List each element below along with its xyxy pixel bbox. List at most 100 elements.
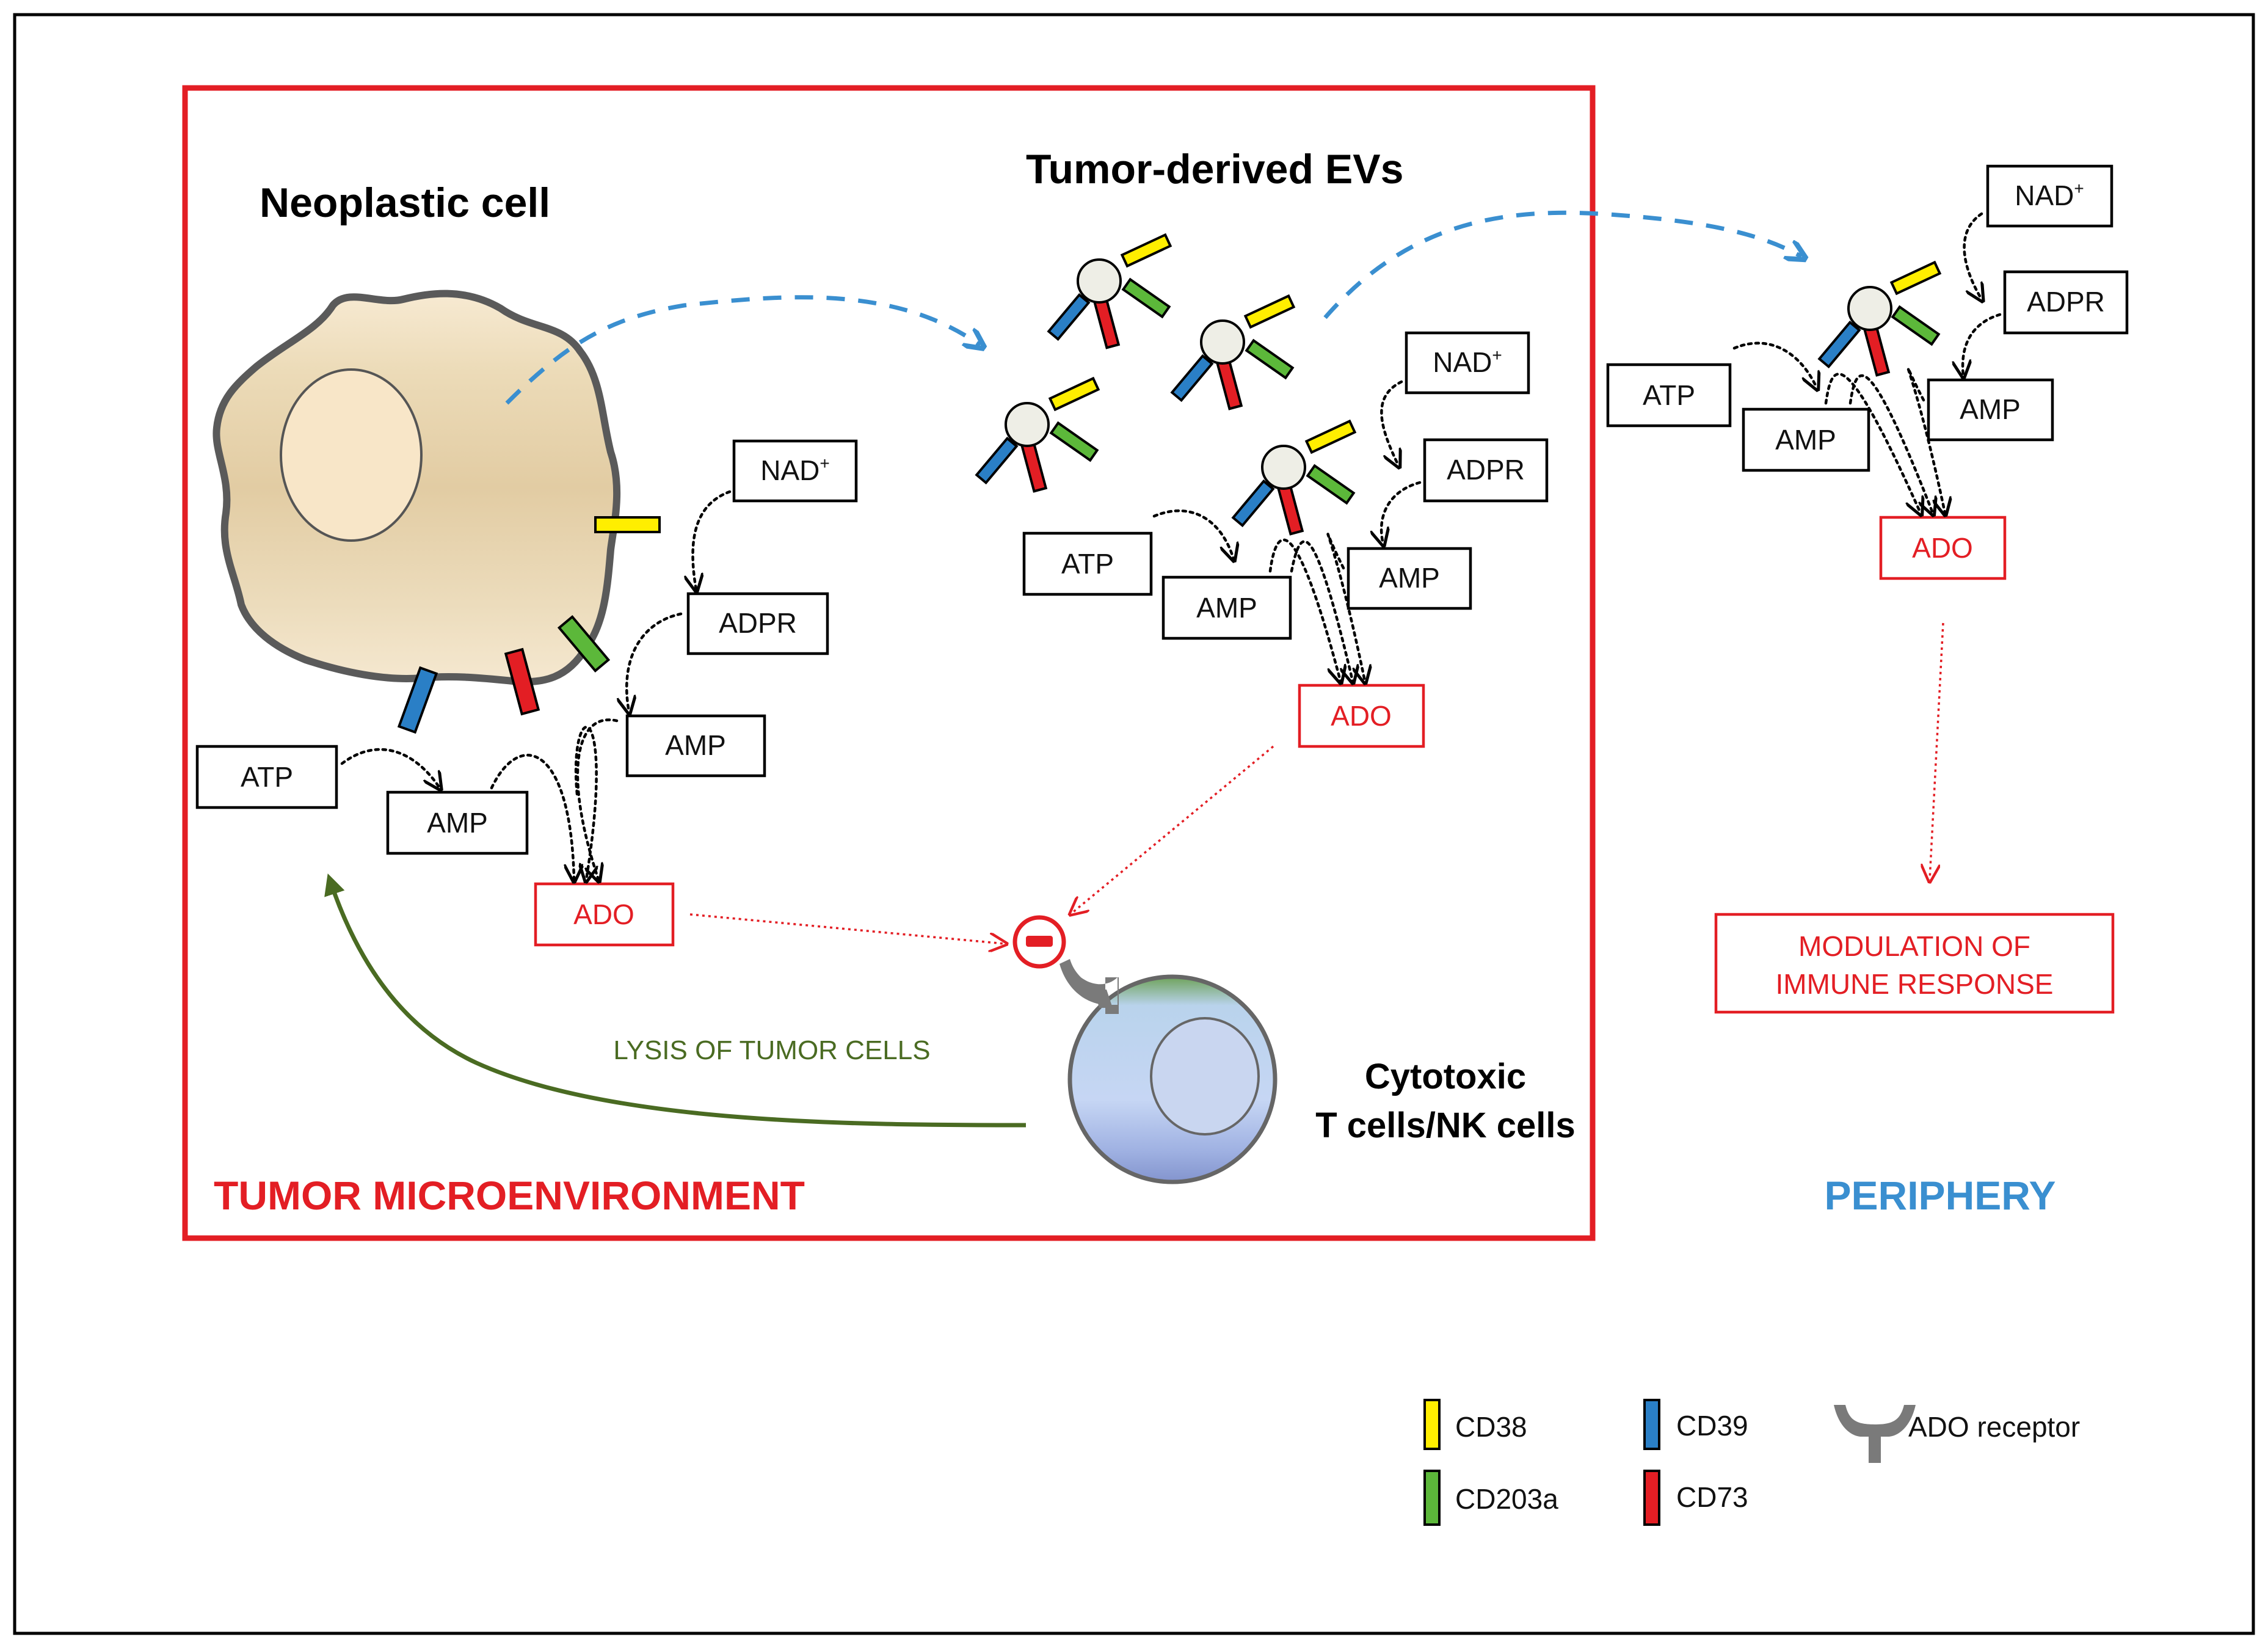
nad-label-2: NAD+ xyxy=(1433,346,1502,378)
amp-box-3b xyxy=(1742,407,1870,472)
cd38-marker xyxy=(1048,376,1100,412)
cd203a-marker xyxy=(1049,421,1099,462)
legend-ado-receptor-label: ADO receptor xyxy=(1908,1411,2080,1443)
cd38-marker xyxy=(1120,233,1172,268)
release-arrow-to-periphery xyxy=(1323,210,1801,319)
ado-label-3: ADO xyxy=(1912,532,1973,564)
amp-label-2b: AMP xyxy=(1196,592,1257,624)
cd73-marker xyxy=(1215,358,1243,410)
legend-cd73-swatch xyxy=(1643,1470,1660,1526)
lysis-arrow xyxy=(324,873,1027,1128)
ado-modulation-arrow xyxy=(1930,622,1944,880)
periphery-conversion-arrows xyxy=(1732,212,2002,513)
cytotoxic-title-line1: Cytotoxic xyxy=(1365,1057,1526,1096)
tumor-microenvironment-label: TUMOR MICROENVIRONMENT xyxy=(214,1173,805,1218)
nad-label-3: NAD+ xyxy=(2015,179,2084,211)
cd73-marker xyxy=(1863,324,1891,377)
neoplastic-cell-title: Neoplastic cell xyxy=(260,180,550,226)
legend-cd39-swatch xyxy=(1643,1399,1660,1450)
ado-inhibition-arrow-1 xyxy=(689,913,1005,944)
nad-box-3 xyxy=(1986,164,2114,228)
legend-cd39-label: CD39 xyxy=(1676,1410,1748,1442)
cd73-marker xyxy=(1020,440,1048,493)
ado-inhibition-arrow-2 xyxy=(1072,745,1274,913)
nad-label-1: NAD+ xyxy=(760,454,829,486)
cd73-marker xyxy=(1276,483,1304,536)
cd39-marker xyxy=(975,436,1019,485)
ev-membrane xyxy=(1005,402,1050,447)
periphery-label: PERIPHERY xyxy=(1825,1173,2056,1218)
ev-vesicle-3 xyxy=(975,376,1100,493)
tumor-evs-title: Tumor-derived EVs xyxy=(1026,146,1403,192)
ado-box-3 xyxy=(1879,516,2007,580)
atp-box-3 xyxy=(1606,363,1732,428)
adpr-label-3: ADPR xyxy=(2027,286,2105,318)
adpr-label-2: ADPR xyxy=(1447,454,1525,486)
cd39-marker xyxy=(1817,320,1861,369)
amp-label-2a: AMP xyxy=(1379,562,1440,594)
ev-vesicle-periphery xyxy=(1817,260,1942,377)
modulation-label-line2: IMMUNE RESPONSE xyxy=(1776,968,2054,1000)
amp-box-1b xyxy=(386,790,529,855)
amp-label-3b: AMP xyxy=(1775,424,1836,456)
cd73-marker xyxy=(504,647,540,716)
amp-box-2b xyxy=(1161,575,1292,640)
ev-membrane xyxy=(1261,445,1306,490)
lysis-label: LYSIS OF TUMOR CELLS xyxy=(613,1035,930,1065)
cd39-marker xyxy=(1047,293,1091,341)
cytotoxic-cell-nucleus xyxy=(1150,1017,1260,1136)
nad-box-2 xyxy=(1405,331,1530,395)
cd38-marker xyxy=(1889,260,1942,296)
ev-vesicle-1 xyxy=(1047,233,1172,349)
outer-frame xyxy=(13,13,2255,1635)
adpr-box-1 xyxy=(686,592,829,655)
atp-box-1 xyxy=(195,745,338,809)
ado-box-1 xyxy=(534,882,675,947)
legend-cd38-swatch xyxy=(1423,1399,1441,1450)
amp-label-3a: AMP xyxy=(1960,393,2021,425)
legend-cd203a-swatch xyxy=(1423,1470,1441,1526)
periphery-metabolites: NAD+ ADPR ATP AMP AMP ADO xyxy=(1606,164,2129,580)
ev-membrane xyxy=(1847,286,1892,331)
ev-membrane xyxy=(1200,319,1245,365)
neoplastic-conversion-arrows xyxy=(340,490,732,880)
inhibition-bar xyxy=(1026,936,1053,947)
legend: CD38 CD39 ADO receptor CD203a CD73 xyxy=(1423,1399,2080,1526)
cd73-marker xyxy=(1092,297,1121,349)
ev-metabolites: NAD+ ADPR ATP AMP AMP ADO xyxy=(1022,331,1549,748)
cytotoxic-title-line2: T cells/NK cells xyxy=(1315,1106,1576,1145)
neoplastic-cell-nucleus xyxy=(280,368,423,542)
legend-cd203a-label: CD203a xyxy=(1455,1483,1558,1515)
cd39-marker xyxy=(1231,479,1275,528)
microenvironment-box xyxy=(182,85,1596,1241)
legend-cd38-label: CD38 xyxy=(1455,1411,1527,1443)
cd203a-marker xyxy=(557,614,611,673)
legend-cd73-label: CD73 xyxy=(1676,1481,1748,1513)
modulation-box xyxy=(1714,913,2115,1014)
cd203a-marker xyxy=(1121,277,1171,319)
amp-label-1b: AMP xyxy=(427,807,488,839)
cd203a-marker xyxy=(1306,464,1356,505)
legend-ado-receptor-icon xyxy=(1834,1405,1916,1463)
ev-conversion-arrows xyxy=(1152,380,1422,681)
atp-box-2 xyxy=(1022,531,1153,596)
ado-label-2: ADO xyxy=(1331,700,1392,732)
amp-box-1a xyxy=(625,714,766,778)
ev-vesicle-2 xyxy=(1170,294,1296,410)
atp-label-1: ATP xyxy=(241,761,293,793)
modulation-label-line1: MODULATION OF xyxy=(1798,930,2030,962)
nad-box-1 xyxy=(732,439,858,503)
release-arrow-to-evs xyxy=(505,295,980,405)
amp-box-2a xyxy=(1347,547,1472,610)
atp-label-2: ATP xyxy=(1061,548,1114,580)
cd39-marker xyxy=(1170,354,1214,403)
adpr-box-2 xyxy=(1423,438,1549,503)
cd39-marker xyxy=(397,666,438,734)
amp-label-1a: AMP xyxy=(665,729,726,761)
adpr-label-1: ADPR xyxy=(719,607,797,639)
neoplastic-metabolites: NAD+ ADPR AMP ATP AMP ADO xyxy=(195,439,858,947)
neoplastic-cell-enzymes xyxy=(397,516,661,734)
ev-vesicle-4 xyxy=(1231,419,1357,536)
atp-label-3: ATP xyxy=(1643,379,1695,411)
